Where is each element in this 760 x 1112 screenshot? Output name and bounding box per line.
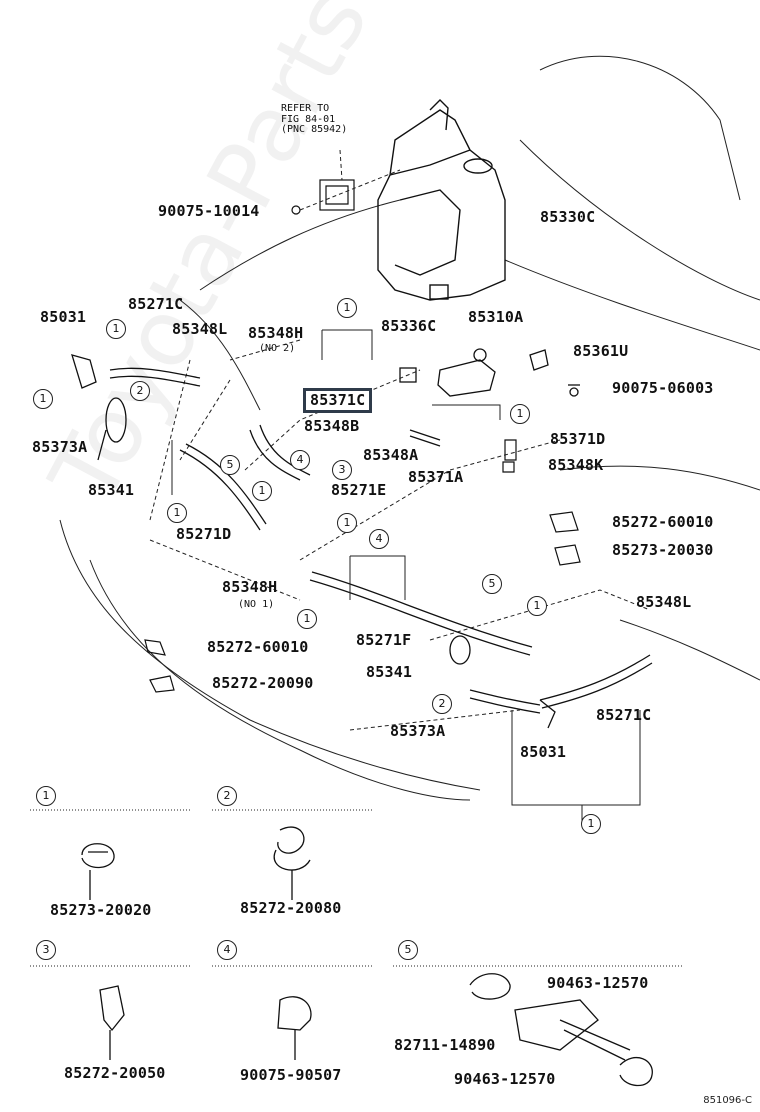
label-90075-06003: 90075-06003 bbox=[612, 379, 714, 397]
label-85031-bottom: 85031 bbox=[520, 743, 567, 761]
legend-part-90463-12570-bottom: 90463-12570 bbox=[454, 1070, 556, 1088]
spring-85272-20080 bbox=[273, 826, 311, 871]
label-85348a: 85348A bbox=[363, 446, 419, 464]
legend-part-85272-20050: 85272-20050 bbox=[64, 1064, 166, 1082]
refer-note: REFER TO FIG 84-01 (PNC 85942) bbox=[281, 103, 348, 136]
callout-1: 1 bbox=[252, 481, 272, 501]
legend-callout-3: 3 bbox=[36, 940, 56, 960]
legend-callout-1: 1 bbox=[36, 786, 56, 806]
nozzle-right bbox=[449, 635, 556, 729]
legend-part-90463-12570-top: 90463-12570 bbox=[547, 974, 649, 992]
label-85341-bottom: 85341 bbox=[366, 663, 413, 681]
refer-note-line1: REFER TO bbox=[281, 103, 330, 114]
label-85330c: 85330C bbox=[540, 208, 596, 226]
callout-4: 4 bbox=[290, 450, 310, 470]
hose-lower-left bbox=[469, 689, 541, 706]
label-85031-top: 85031 bbox=[40, 308, 87, 326]
refer-note-line2: FIG 84-01 bbox=[281, 113, 336, 125]
clip-90075-90507 bbox=[277, 996, 312, 1031]
callout-1: 1 bbox=[106, 319, 126, 339]
nozzle-left bbox=[71, 354, 127, 461]
hose-85371d bbox=[409, 429, 441, 441]
callout-1: 1 bbox=[337, 298, 357, 318]
hose-85271f bbox=[309, 579, 531, 656]
clamp-90463-12570-top bbox=[469, 973, 511, 1000]
legend-part-85273-20020: 85273-20020 bbox=[50, 901, 152, 919]
figure-code: 851096-C bbox=[703, 1095, 752, 1106]
hose-85271e bbox=[249, 429, 301, 481]
clips bbox=[144, 439, 581, 693]
legend-part-85272-20080: 85272-20080 bbox=[240, 899, 342, 917]
label-85310a: 85310A bbox=[468, 308, 524, 326]
label-85373a-top: 85373A bbox=[32, 438, 88, 456]
label-85271e: 85271E bbox=[331, 481, 387, 499]
body-outline-lower bbox=[89, 559, 471, 801]
label-85271f: 85271F bbox=[356, 631, 412, 649]
hose-85271d bbox=[179, 449, 261, 531]
body-outline-right2 bbox=[619, 619, 760, 681]
label-85272-60010-left: 85272-60010 bbox=[207, 638, 309, 656]
label-85348b: 85348B bbox=[304, 417, 360, 435]
callout-4: 4 bbox=[369, 529, 389, 549]
legend-art bbox=[81, 826, 653, 1087]
callout-1: 1 bbox=[167, 503, 187, 523]
label-85373a-bottom: 85373A bbox=[390, 722, 446, 740]
callout-1: 1 bbox=[33, 389, 53, 409]
legend-callout-4: 4 bbox=[217, 940, 237, 960]
pump-85310a bbox=[399, 348, 580, 397]
label-85273-20030: 85273-20030 bbox=[612, 541, 714, 559]
callout-1: 1 bbox=[527, 596, 547, 616]
label-85341-top: 85341 bbox=[88, 481, 135, 499]
label-85336c: 85336C bbox=[381, 317, 437, 335]
label-85371d: 85371D bbox=[550, 430, 606, 448]
body-outline-curve bbox=[199, 199, 401, 291]
body-outline-hood bbox=[519, 139, 760, 301]
clip-85272-20050 bbox=[99, 985, 125, 1032]
callout-1: 1 bbox=[510, 404, 530, 424]
callout-1: 1 bbox=[337, 513, 357, 533]
legend-part-82711-14890: 82711-14890 bbox=[394, 1036, 496, 1054]
label-85348l-top: 85348L bbox=[172, 320, 228, 338]
body-outline-mid bbox=[504, 259, 760, 351]
label-85361u: 85361U bbox=[573, 342, 629, 360]
label-no1: (NO 1) bbox=[238, 599, 275, 610]
clamp-90463-12570-bottom bbox=[619, 1056, 653, 1087]
hose-85271c-top bbox=[109, 367, 201, 379]
callout-1: 1 bbox=[297, 609, 317, 629]
callout-5: 5 bbox=[482, 574, 502, 594]
legend-callout-2: 2 bbox=[217, 786, 237, 806]
label-85348l-right: 85348L bbox=[636, 593, 692, 611]
label-85371c-highlighted[interactable]: 85371C bbox=[303, 388, 373, 413]
bracket-84-01 bbox=[291, 179, 355, 215]
label-85371a: 85371A bbox=[408, 468, 464, 486]
label-85348h-no2: 85348H bbox=[248, 324, 304, 342]
label-90075-10014: 90075-10014 bbox=[158, 202, 260, 220]
label-85271c-right: 85271C bbox=[596, 706, 652, 724]
callout-3: 3 bbox=[332, 460, 352, 480]
label-85272-60010-right: 85272-60010 bbox=[612, 513, 714, 531]
label-85272-20090: 85272-20090 bbox=[212, 674, 314, 692]
clamp-85273-20020 bbox=[81, 843, 115, 869]
refer-note-line3: (PNC 85942) bbox=[281, 124, 348, 135]
label-85271d: 85271D bbox=[176, 525, 232, 543]
label-85271c-top: 85271C bbox=[128, 295, 184, 313]
label-no2: (NO 2) bbox=[259, 343, 296, 354]
body-outline-right bbox=[559, 465, 760, 491]
hose-85271c-right bbox=[539, 654, 651, 701]
callout-1: 1 bbox=[581, 814, 601, 834]
washer-tank bbox=[377, 99, 506, 301]
nozzle-82711-14890 bbox=[514, 999, 599, 1051]
callout-2: 2 bbox=[432, 694, 452, 714]
body-outline-upper bbox=[539, 55, 741, 201]
legend-callout-5: 5 bbox=[398, 940, 418, 960]
callout-5: 5 bbox=[220, 455, 240, 475]
label-85348k: 85348K bbox=[548, 456, 604, 474]
legend-part-90075-90507: 90075-90507 bbox=[240, 1066, 342, 1084]
body-outline-curve2 bbox=[179, 299, 261, 411]
body-outline-fender bbox=[59, 519, 481, 791]
label-85348h-no1: 85348H bbox=[222, 578, 278, 596]
callout-2: 2 bbox=[130, 381, 150, 401]
